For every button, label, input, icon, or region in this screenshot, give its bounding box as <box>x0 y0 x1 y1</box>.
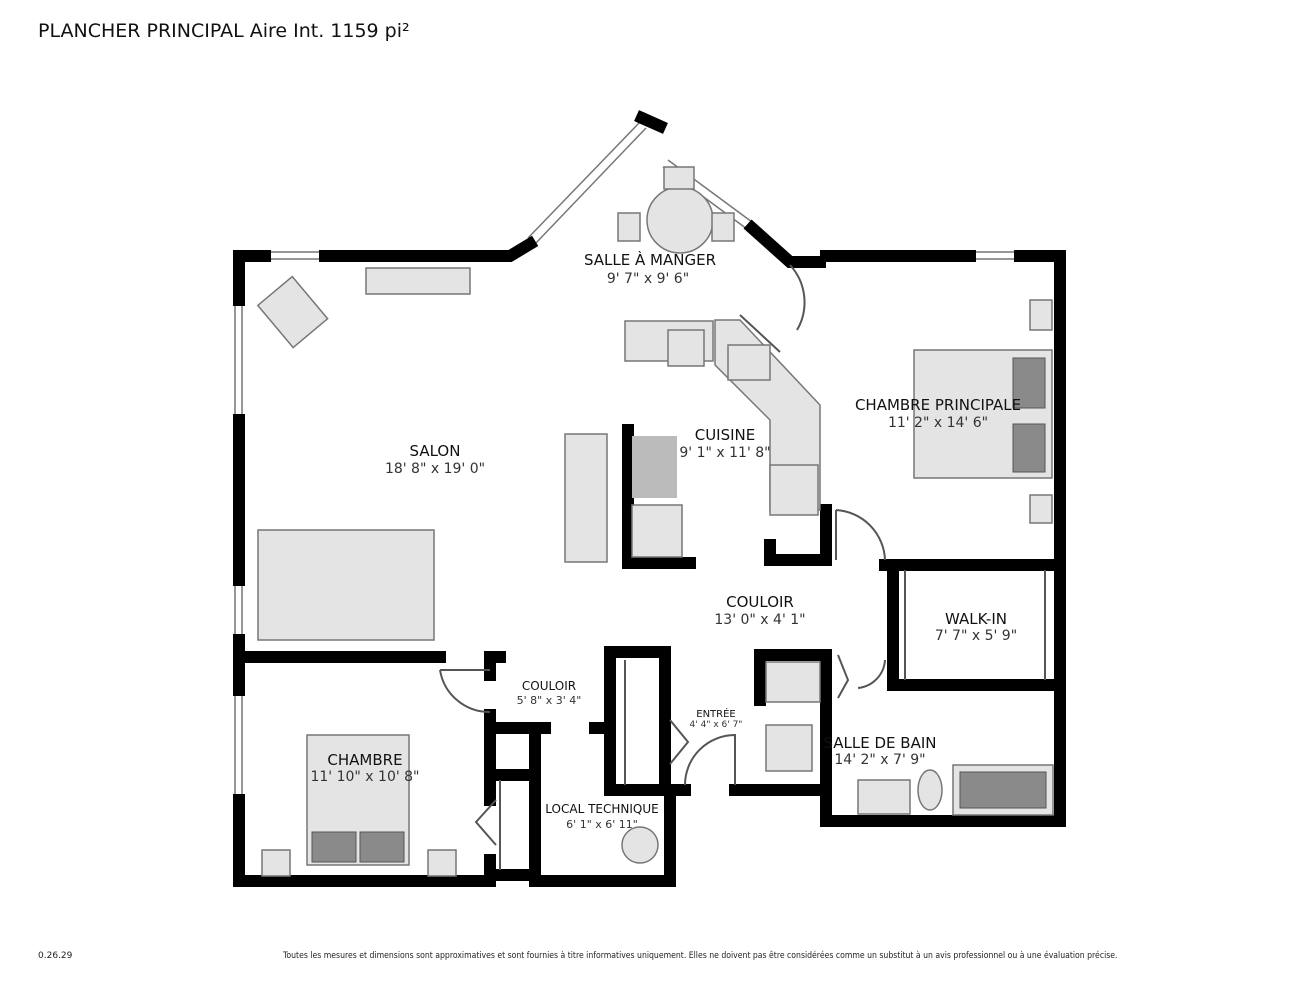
room-name: CHAMBRE <box>327 751 402 769</box>
refrigerator <box>631 504 683 558</box>
room-name: CUISINE <box>695 426 756 444</box>
sofa <box>564 433 608 563</box>
armchair <box>256 275 329 349</box>
doors <box>439 264 886 846</box>
washer <box>765 661 821 703</box>
room-labels: SALLE À MANGER 9' 7" x 9' 6" SALON 18' 8… <box>310 250 1021 831</box>
room-dims: 13' 0" x 4' 1" <box>714 612 805 628</box>
room-name: SALON <box>410 442 461 460</box>
chair <box>663 166 695 190</box>
room-name: COULOIR <box>522 679 576 693</box>
shower <box>765 724 813 772</box>
room-dims: 4' 4" x 6' 7" <box>690 720 743 730</box>
nightstand <box>1029 494 1053 524</box>
sink <box>727 344 771 381</box>
room-name: SALLE À MANGER <box>584 250 716 269</box>
room-dims: 6' 1" x 6' 11" <box>566 818 638 831</box>
room-dims: 11' 10" x 10' 8" <box>310 769 419 785</box>
room-name: SALLE DE BAIN <box>823 734 936 752</box>
room-name: LOCAL TECHNIQUE <box>545 802 658 816</box>
room-name: ENTRÉE <box>696 707 736 720</box>
bathroom-sink <box>857 779 911 815</box>
nightstand <box>261 849 291 877</box>
kitchen-mat <box>632 436 677 498</box>
nightstand <box>427 849 457 877</box>
sectional-sofa <box>257 529 435 641</box>
room-dims: 9' 7" x 9' 6" <box>607 271 689 287</box>
room-dims: 5' 8" x 3' 4" <box>517 694 582 707</box>
floor-plan-title: PLANCHER PRINCIPAL Aire Int. 1159 pi² <box>38 20 410 42</box>
room-dims: 18' 8" x 19' 0" <box>385 461 485 477</box>
room-dims: 14' 2" x 7' 9" <box>834 752 925 768</box>
toilet <box>917 769 943 811</box>
chair <box>711 212 735 242</box>
dining-table <box>646 186 714 254</box>
stool <box>667 329 705 367</box>
stove <box>769 464 819 516</box>
room-name: WALK-IN <box>945 610 1007 628</box>
room-dims: 9' 1" x 11' 8" <box>679 445 770 461</box>
walls <box>233 110 1066 887</box>
water-heater <box>621 826 659 864</box>
nightstand <box>1029 299 1053 331</box>
disclaimer-text: Toutes les mesures et dimensions sont ap… <box>283 951 1118 961</box>
version-label: 0.26.29 <box>38 951 73 961</box>
furniture <box>256 166 1054 877</box>
chair <box>617 212 641 242</box>
room-dims: 11' 2" x 14' 6" <box>888 415 988 431</box>
room-dims: 7' 7" x 5' 9" <box>935 628 1017 644</box>
room-name: COULOIR <box>726 593 794 611</box>
tv-console <box>365 267 471 295</box>
room-name: CHAMBRE PRINCIPALE <box>855 396 1021 414</box>
